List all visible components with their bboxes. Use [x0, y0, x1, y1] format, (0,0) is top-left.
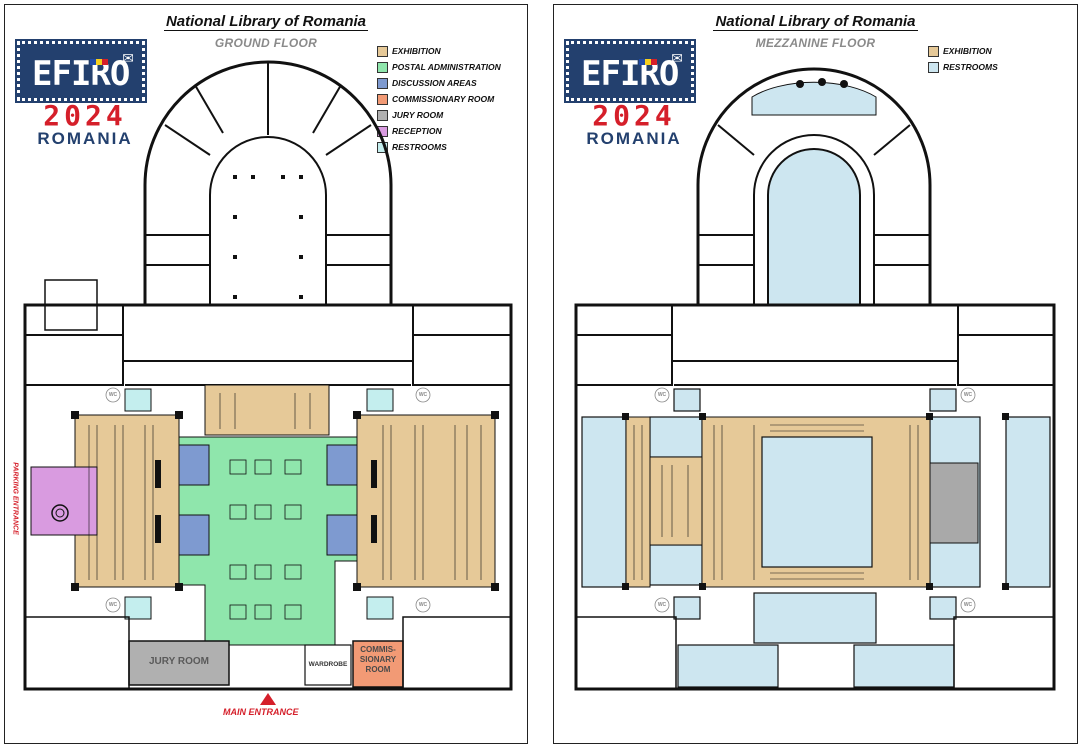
wc-label: WC: [108, 602, 118, 608]
legend-item-commissionary: COMMISSIONARY ROOM: [377, 91, 501, 107]
reception-zone: [30, 466, 98, 536]
map-title: National Library of Romania: [713, 13, 918, 31]
flag-icon: [90, 52, 110, 65]
wc-label: WC: [108, 392, 118, 398]
annex-box: [44, 279, 98, 331]
gray-room: [929, 462, 979, 544]
logo-year: 2024: [592, 99, 676, 132]
rotunda-top-area: [751, 81, 877, 116]
legend-item-jury: JURY ROOM: [377, 107, 501, 123]
wardrobe-room: [304, 644, 352, 686]
logo-country: ROMANIA: [37, 129, 133, 148]
commissionary-room: [352, 640, 404, 688]
jury-room-label: JURY ROOM: [148, 656, 209, 667]
rotunda-outline: [696, 67, 932, 305]
restroom-zones: [581, 388, 1051, 688]
discussion-zones: [178, 444, 358, 556]
logo-country: ROMANIA: [586, 129, 682, 148]
wc-label: WC: [657, 602, 667, 608]
wc-label: WC: [963, 392, 973, 398]
restroom-zones: [124, 388, 394, 620]
map-title: National Library of Romania: [163, 13, 369, 31]
logo-stamp-text: EFIRO: [32, 54, 130, 94]
legend-item-exhibition: EXHIBITION: [377, 43, 501, 59]
left-exhibition-wing: [625, 416, 651, 588]
mezzanine-floor-panel: National Library of Romania MEZZANINE FL…: [553, 4, 1078, 744]
floor-name: MEZZANINE FLOOR: [755, 36, 876, 50]
logo-stamp: EFIRO ✉: [15, 39, 147, 103]
logo-stamp-text: EFIRO: [581, 54, 679, 94]
legend-item-exhibition: EXHIBITION: [928, 43, 998, 59]
central-atrium: [761, 436, 873, 568]
main-entrance-label: MAIN ENTRANCE: [223, 707, 299, 717]
main-entrance-arrow: [260, 693, 276, 705]
wardrobe-label: WARDROBE: [308, 661, 348, 668]
ground-floor-panel: National Library of Romania GROUND FLOOR…: [4, 4, 528, 744]
wc-label: WC: [418, 602, 428, 608]
wc-label: WC: [657, 392, 667, 398]
wc-label: WC: [418, 392, 428, 398]
legend-item-postal: POSTAL ADMINISTRATION: [377, 59, 501, 75]
logo-stamp: EFIRO ✉: [564, 39, 696, 103]
floor-name: GROUND FLOOR: [214, 36, 318, 50]
column-grid: [233, 175, 303, 299]
wc-label: WC: [963, 602, 973, 608]
parking-entrance-label: PARKING ENTRANCE: [11, 462, 19, 535]
legend-item-discussion: DISCUSSION AREAS: [377, 75, 501, 91]
legend: EXHIBITION POSTAL ADMINISTRATION DISCUSS…: [377, 43, 501, 155]
ground-floor-plan: [23, 60, 513, 705]
post-horn-icon: ✉: [671, 50, 683, 66]
legend: EXHIBITION RESTROOMS: [928, 43, 998, 75]
legend-item-restrooms: RESTROOMS: [928, 59, 998, 75]
rotunda-hall: [767, 148, 861, 306]
efiro-logo: EFIRO ✉ 2024 ROMANIA: [15, 39, 155, 148]
commissionary-label: COMMIS- SIONARY ROOM: [359, 645, 397, 674]
efiro-logo: EFIRO ✉ 2024 ROMANIA: [564, 39, 704, 148]
logo-year: 2024: [43, 99, 127, 132]
postal-desks: [229, 459, 302, 620]
display-frames: [88, 393, 482, 580]
rotunda-inner: [209, 136, 327, 305]
post-horn-icon: ✉: [122, 50, 134, 66]
flag-icon: [639, 52, 659, 65]
jury-room: [128, 640, 230, 686]
mezzanine-floor-plan: [574, 67, 1056, 691]
